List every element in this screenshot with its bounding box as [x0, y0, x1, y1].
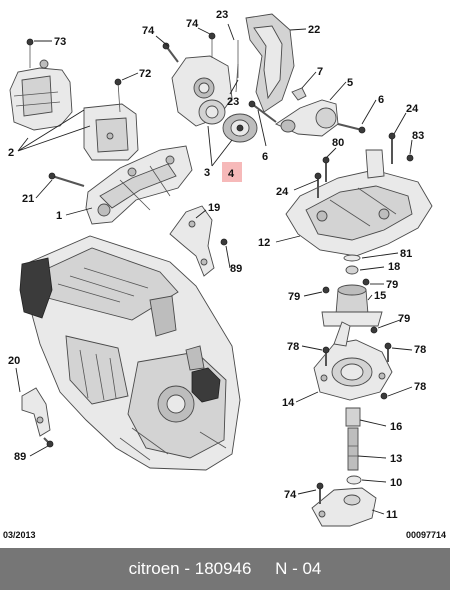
callout-73: 73 [54, 36, 66, 48]
callout-22: 22 [308, 24, 320, 36]
footer-doc-number: 00097714 [405, 530, 446, 540]
callout-16: 16 [390, 421, 402, 433]
callout-79-left: 79 [288, 291, 300, 303]
banner-text: citroen - 180946 N - 04 [128, 559, 322, 578]
callout-14: 14 [282, 397, 295, 409]
part-banner: citroen - 180946 N - 04 [0, 548, 450, 590]
callout-80: 80 [332, 137, 344, 149]
part-bolt-24a [388, 132, 396, 164]
part-bracket-72 [83, 78, 139, 161]
callout-72: 72 [139, 68, 151, 80]
callout-5: 5 [347, 77, 353, 89]
callout-78-right: 78 [414, 344, 426, 356]
callout-21: 21 [22, 193, 34, 205]
callout-78-left: 78 [287, 341, 299, 353]
callout-4-highlighted: 4 [228, 168, 235, 180]
part-bolt-24b [314, 172, 322, 198]
part-bolt-79c [370, 326, 378, 334]
callout-74-top: 74 [142, 25, 155, 37]
part-roller-3 [198, 99, 226, 125]
callout-79-right: 79 [386, 279, 398, 291]
callout-23-top: 23 [216, 9, 228, 21]
part-support-plate-12 [285, 149, 433, 257]
part-main-support-bracket [85, 145, 193, 225]
part-shaft-13 [347, 427, 359, 471]
callout-23-bottom: 23 [227, 96, 239, 108]
callout-labels: 73 72 2 21 1 74 74 23 22 23 7 5 6 6 3 4 … [8, 9, 426, 521]
part-bolt-79b [362, 278, 370, 286]
part-bolt-79a [322, 286, 330, 294]
callout-83: 83 [412, 130, 424, 142]
part-nut-18 [345, 265, 359, 275]
callout-3: 3 [204, 167, 210, 179]
callout-24-left: 24 [276, 186, 289, 198]
callout-74-bottom: 74 [284, 489, 297, 501]
callout-7: 7 [317, 66, 323, 78]
part-bracket-14 [313, 321, 393, 401]
callout-15: 15 [374, 290, 386, 302]
part-clip-7 [291, 87, 307, 101]
part-washer-81 [343, 254, 361, 262]
part-small-bracket-19 [169, 205, 215, 277]
part-bolt-6a [248, 100, 277, 123]
part-bolt-21 [48, 172, 85, 187]
part-nut-10 [346, 475, 362, 485]
footer-date: 03/2013 [3, 530, 36, 540]
part-torque-rod-5 [275, 99, 339, 137]
part-bolt-6b [337, 123, 366, 134]
part-bolt-89b [43, 437, 54, 448]
part-bolt-83 [406, 154, 414, 162]
callout-6-left: 6 [262, 151, 268, 163]
callout-10: 10 [390, 477, 402, 489]
callout-11: 11 [386, 509, 398, 521]
callout-6-right: 6 [378, 94, 384, 106]
part-bolt-78b [384, 342, 392, 362]
callout-78-lower: 78 [414, 381, 426, 393]
callout-81: 81 [400, 248, 412, 260]
part-bracket-11 [311, 487, 377, 527]
part-bracket-20 [21, 387, 51, 437]
leader-lines [15, 23, 413, 515]
callout-18: 18 [388, 261, 400, 273]
engine-assembly [19, 235, 241, 471]
part-mount-15 [321, 284, 383, 327]
part-engine-mount-upper-left [9, 38, 73, 131]
part-bolt-74a [162, 42, 179, 63]
part-gearbox-bracket-22 [245, 13, 295, 113]
callout-79-lower: 79 [398, 313, 410, 325]
callout-1: 1 [56, 210, 62, 222]
part-bolt-78c [380, 392, 388, 400]
callout-13: 13 [390, 453, 402, 465]
callout-89-left: 89 [14, 451, 26, 463]
callout-74-mid: 74 [186, 18, 199, 30]
part-bolt-80 [322, 156, 330, 182]
highlight-box [222, 162, 242, 182]
callout-19: 19 [208, 202, 220, 214]
part-bolt-89a [220, 238, 228, 246]
part-bolt-74c [316, 482, 324, 504]
part-bushing-16 [345, 407, 361, 427]
callout-12: 12 [258, 237, 270, 249]
callout-2: 2 [8, 147, 14, 159]
callout-89-center: 89 [230, 263, 242, 275]
part-bolt-78a [322, 346, 330, 366]
callout-24-right: 24 [406, 103, 419, 115]
part-damper-4 [222, 113, 258, 143]
exploded-parts-diagram: 73 72 2 21 1 74 74 23 22 23 7 5 6 6 3 4 … [8, 9, 433, 527]
callout-20: 20 [8, 355, 20, 367]
